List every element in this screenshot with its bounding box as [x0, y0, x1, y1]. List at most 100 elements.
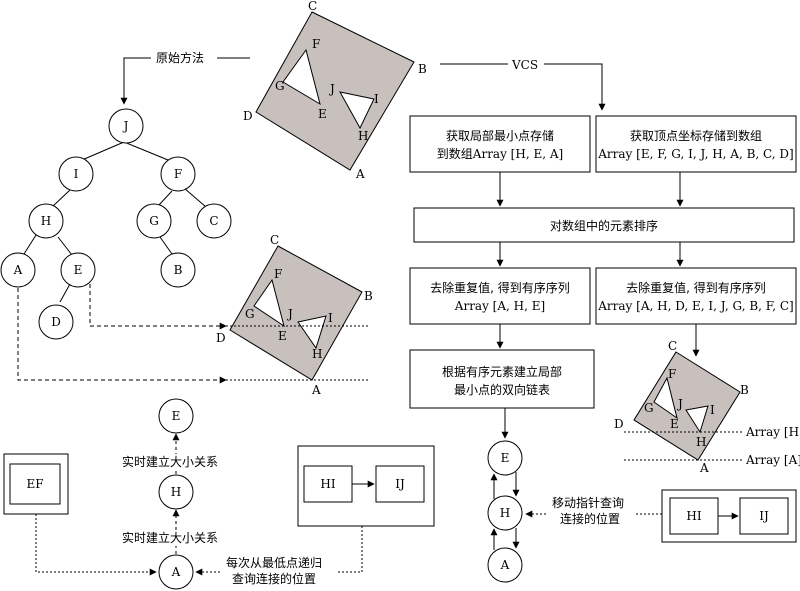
- flowchart: 获取局部最小点存储 到数组Array [H, E, A] 获取顶点坐标存储到数组…: [409, 115, 797, 439]
- flow-dedup-right-line2: Array [A, H, D, E, I, J, G, B, F, C]: [597, 299, 793, 313]
- tree-node-i-label: I: [74, 167, 79, 181]
- tree-node-i: [58, 156, 94, 192]
- big-label-h: H: [358, 129, 368, 143]
- right-chain-node-h: [487, 495, 523, 531]
- big-triangle-fge: [282, 48, 321, 106]
- big-label-d: D: [243, 109, 253, 123]
- small-triangle-jih: [685, 405, 709, 434]
- big-label-i: I: [374, 92, 379, 106]
- label-array-a: Array [A]: [745, 453, 800, 467]
- mid-label-f: F: [274, 267, 282, 281]
- left-ij-box: [375, 465, 425, 503]
- mid-triangle-fge: [253, 278, 285, 328]
- big-label-g: G: [275, 79, 285, 93]
- flow-box-vertex: [595, 115, 797, 173]
- small-label-e: E: [670, 417, 679, 431]
- mid-label-c: C: [270, 233, 279, 247]
- tree-to-polygon-arrows: [17, 284, 227, 384]
- tree-node-j: [108, 108, 144, 144]
- small-label-i: I: [710, 403, 715, 417]
- tree-node-h-label: H: [41, 214, 51, 228]
- tree-node-g-label: G: [149, 214, 159, 228]
- tree-node-g: [136, 203, 172, 239]
- ef-box-inner: [9, 463, 61, 505]
- mid-polygon-figure: C B A D F G E J I H: [216, 233, 373, 397]
- ef-box-label: EF: [26, 477, 43, 491]
- tree-node-e-label: E: [74, 263, 83, 277]
- flow-box-linked-list: [409, 349, 595, 409]
- flow-linked-line1: 根据有序元素建立局部: [442, 364, 562, 379]
- small-label-h: H: [696, 435, 706, 449]
- flow-vertex-line1: 获取顶点坐标存储到数组: [630, 128, 762, 143]
- small-triangle-fge: [653, 376, 678, 420]
- dotted-ef-to-a: [35, 514, 157, 576]
- right-chain-node-a-label: A: [500, 558, 510, 572]
- big-triangle-jih: [339, 91, 375, 130]
- big-label-a: A: [355, 167, 365, 181]
- left-chain: E H A 实时建立大小关系 实时建立大小关系: [118, 398, 238, 590]
- flow-vertex-line2: Array [E, F, G, I, J, H, A, B, C, D]: [597, 147, 793, 161]
- label-realtime-relation-1: 实时建立大小关系: [122, 454, 218, 469]
- small-label-d: D: [614, 417, 624, 431]
- label-move-pointer-2: 连接的位置: [560, 511, 620, 526]
- mid-triangle-jih: [297, 315, 327, 350]
- dashed-arrow-e-to-d: [89, 284, 227, 330]
- mid-label-j: J: [286, 307, 293, 321]
- small-label-g: G: [644, 401, 654, 415]
- tree-node-b: [160, 252, 196, 288]
- tree-node-f-label: F: [174, 167, 182, 181]
- connector-vcs: [440, 63, 606, 111]
- small-label-j: J: [676, 397, 683, 411]
- tree-node-d-label: D: [51, 315, 61, 329]
- label-realtime-relation-2: 实时建立大小关系: [122, 530, 218, 545]
- right-hi-label: HI: [686, 509, 701, 523]
- tree-node-c-label: C: [209, 214, 218, 228]
- tree-node-c: [196, 203, 232, 239]
- tree-node-a: [0, 252, 36, 288]
- tree-node-e: [60, 252, 96, 288]
- label-move-pointer-1: 移动指针查询: [552, 495, 624, 510]
- dashed-arrow-a-to-a: [17, 288, 227, 384]
- mid-label-d: D: [216, 331, 226, 345]
- big-label-f: F: [312, 37, 320, 51]
- left-chain-node-e: [158, 398, 194, 434]
- left-chain-node-h: [158, 474, 194, 510]
- mid-label-e: E: [278, 329, 287, 343]
- flow-box-dedup-left: [409, 267, 591, 325]
- right-ij-box: [739, 497, 789, 535]
- flow-dedup-left-line1: 去除重复值, 得到有序序列: [430, 280, 570, 295]
- left-ij-label: IJ: [395, 477, 405, 491]
- mid-label-g: G: [245, 307, 255, 321]
- binary-tree: J I F H G C A E B D: [0, 108, 232, 340]
- small-label-c: C: [668, 339, 677, 353]
- big-label-c: C: [308, 0, 317, 13]
- tree-node-f: [160, 156, 196, 192]
- label-vcs: VCS: [511, 58, 538, 72]
- left-chain-node-a-label: A: [171, 565, 181, 579]
- flow-linked-line2: 最小点的双向链表: [454, 382, 550, 397]
- top-connectors: 原始方法 VCS: [120, 48, 606, 111]
- left-chain-node-h-label: H: [171, 485, 181, 499]
- flow-local-min-line2: 到数组Array [H, E, A]: [437, 146, 563, 161]
- right-chain-node-e: [487, 440, 523, 476]
- flow-dedup-left-line2: Array [A, H, E]: [454, 299, 545, 313]
- mid-label-h: H: [312, 347, 322, 361]
- right-chain: E H A: [487, 440, 523, 583]
- tree-node-a-label: A: [13, 263, 23, 277]
- big-label-j: J: [328, 82, 335, 96]
- small-label-a: A: [699, 461, 709, 475]
- left-chain-node-e-label: E: [172, 409, 181, 423]
- big-label-b: B: [418, 62, 427, 76]
- right-hi-box: [669, 497, 719, 535]
- mid-label-a: A: [311, 383, 321, 397]
- right-hi-ij-group: HI IJ 移动指针查询 连接的位置: [525, 489, 797, 543]
- flow-local-min-line1: 获取局部最小点存储: [446, 128, 554, 143]
- flow-box-sort: [413, 207, 795, 243]
- mid-label-b: B: [364, 289, 373, 303]
- left-hi-label: HI: [320, 477, 335, 491]
- right-chain-node-a: [487, 547, 523, 583]
- tree-node-b-label: B: [174, 263, 183, 277]
- flow-sort-label: 对数组中的元素排序: [550, 218, 658, 233]
- right-chain-node-e-label: E: [501, 451, 510, 465]
